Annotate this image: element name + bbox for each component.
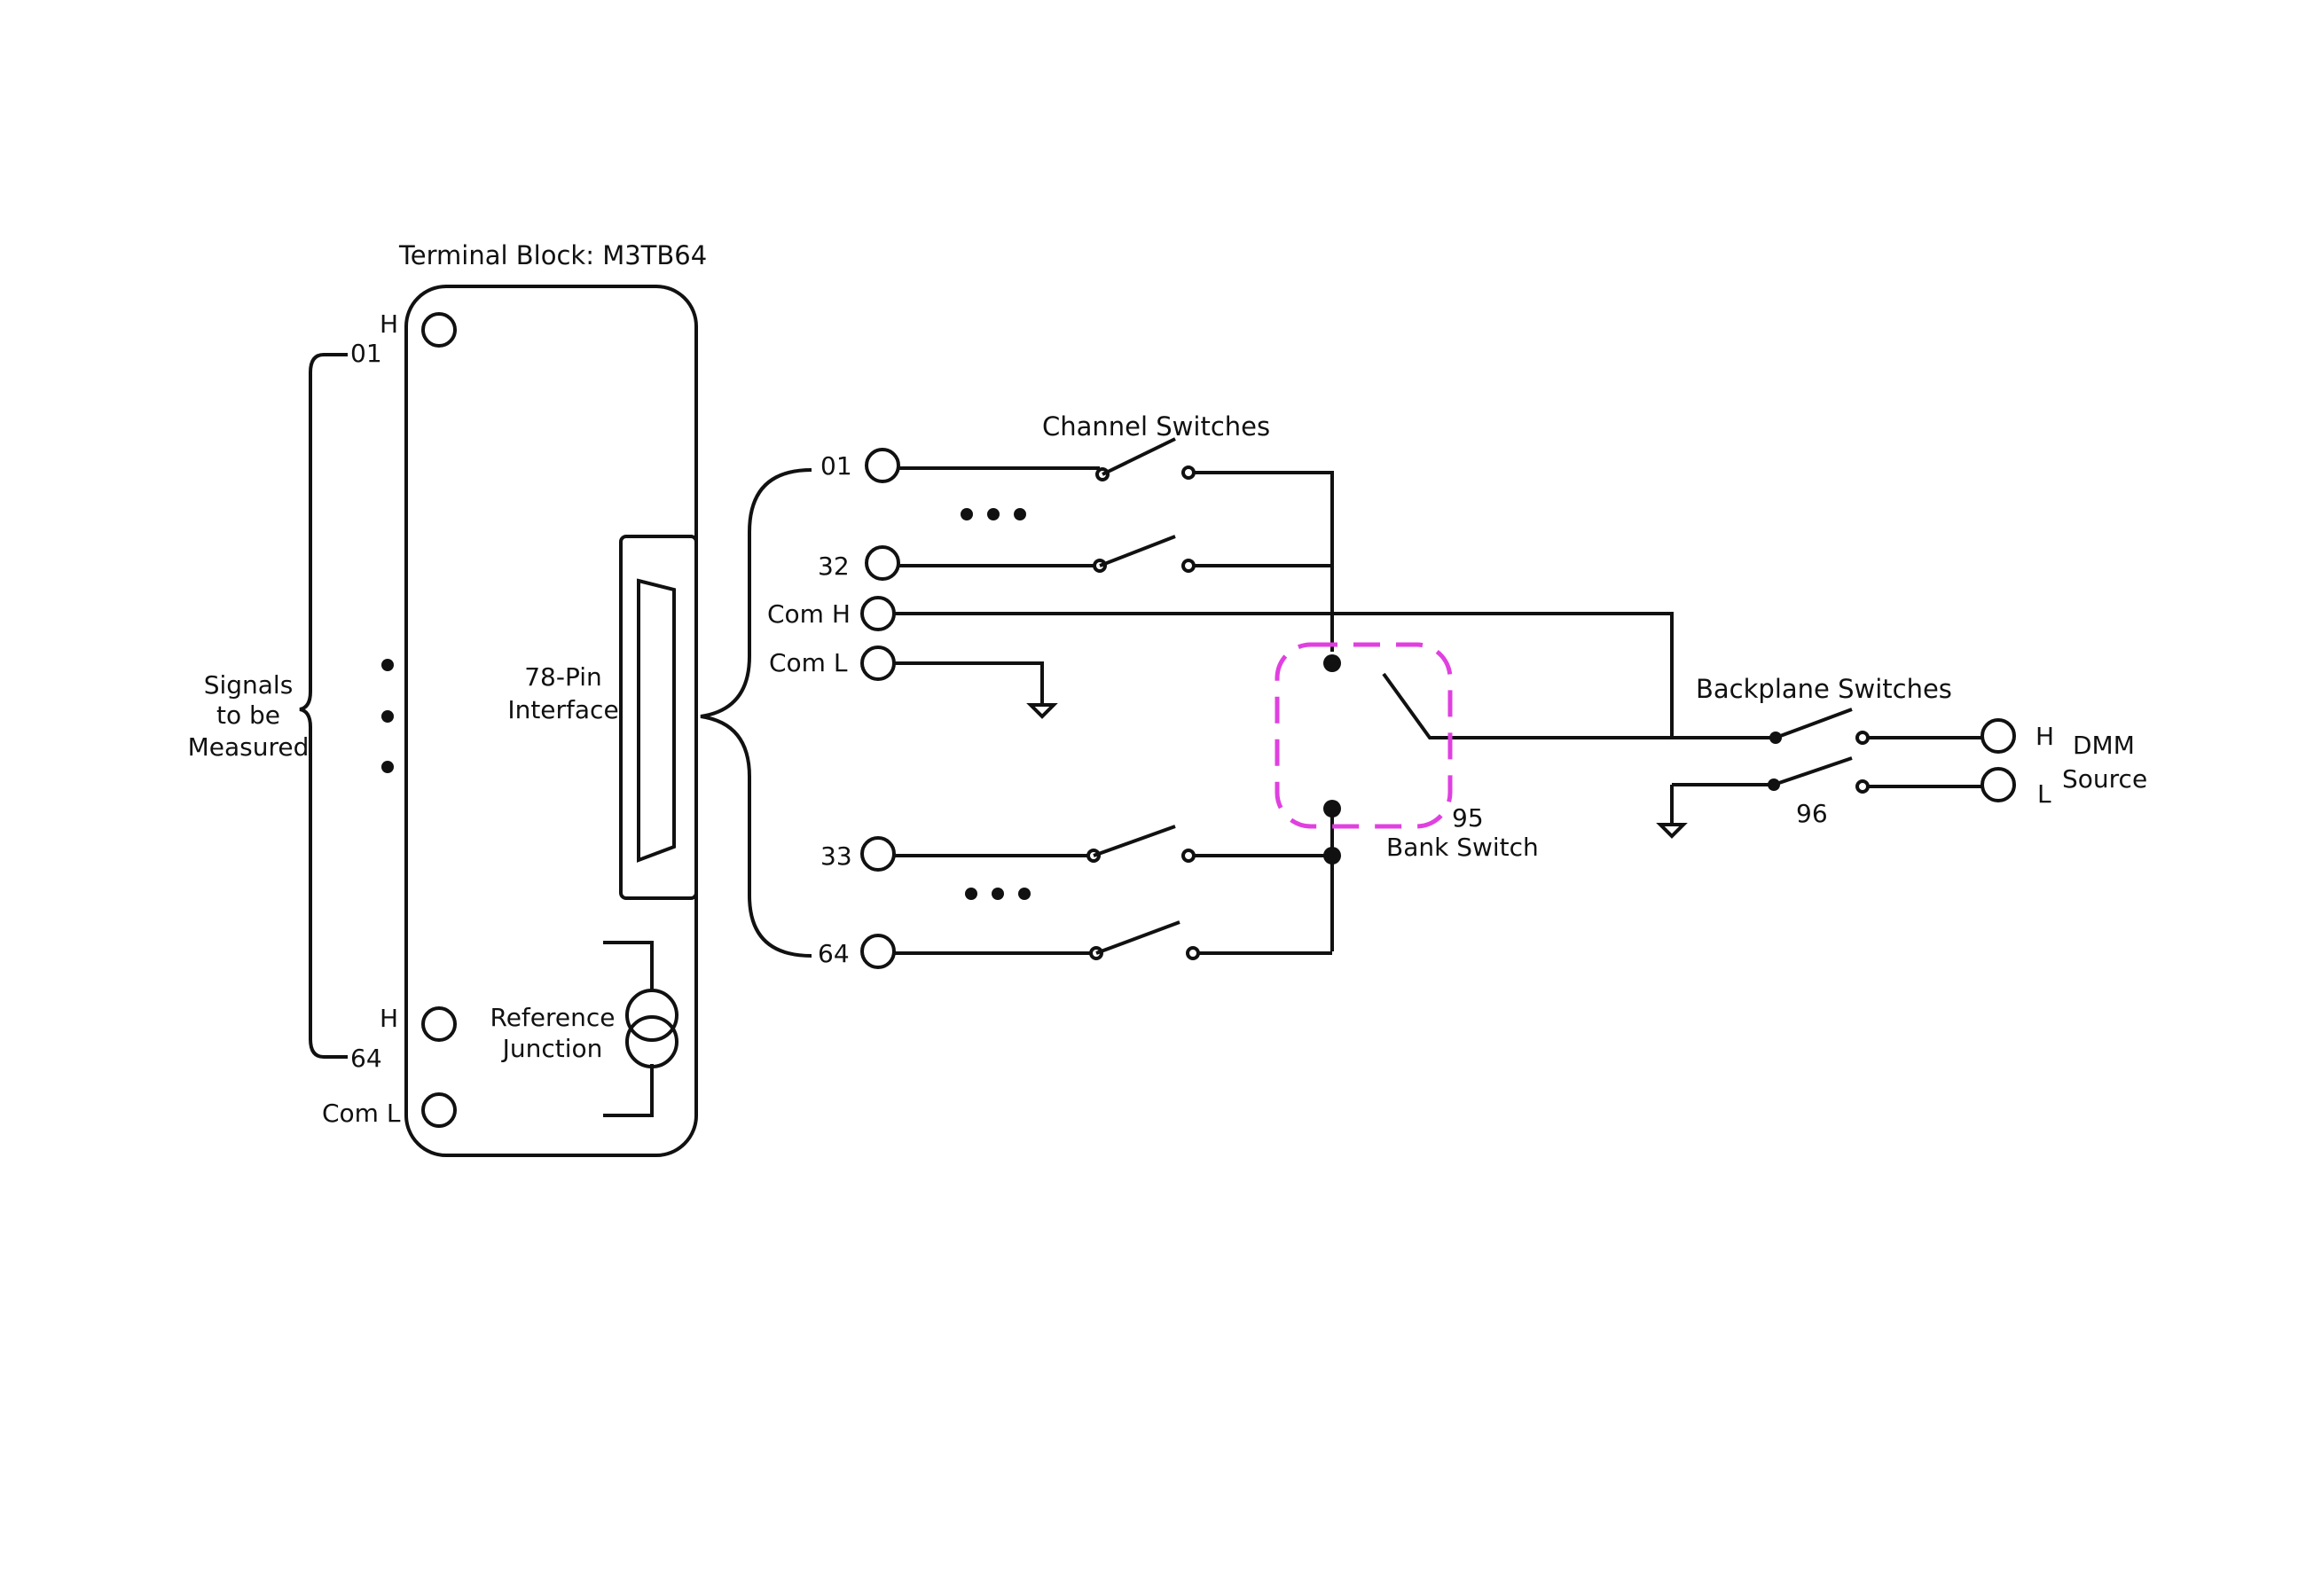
ellipsis-dot <box>381 659 394 671</box>
com-l-label: Com L <box>769 648 848 677</box>
ch-32-label: 32 <box>818 552 850 581</box>
ellipsis-dot <box>1014 508 1026 520</box>
ellipsis-dot <box>381 710 394 723</box>
source-label: Source <box>2062 764 2147 794</box>
terminal-01-h <box>421 312 457 348</box>
signals-label-line1: Signals <box>204 670 294 700</box>
reference-wire-top <box>603 941 654 998</box>
ellipsis-dot <box>992 888 1004 900</box>
terminal-64-h <box>421 1006 457 1042</box>
ch-33-switch-blade <box>1093 825 1176 857</box>
ellipsis-dot <box>381 761 394 773</box>
ch-01-switch-contact <box>1181 466 1196 480</box>
backplane-switches-title: Backplane Switches <box>1696 674 1952 704</box>
interface-label-line1: 78-Pin <box>524 662 602 692</box>
reference-label-line1: Reference <box>490 1003 616 1032</box>
terminal-block-title: Terminal Block: M3TB64 <box>398 240 707 270</box>
bank-switch-blade <box>1382 672 1672 739</box>
signals-label-line3: Measured <box>188 732 310 762</box>
pin-h-top-label: H <box>380 309 398 339</box>
terminal-com-l <box>421 1092 457 1128</box>
ch-33-terminal <box>860 836 896 872</box>
ch-33-label: 33 <box>820 841 852 871</box>
ellipsis-dot <box>965 888 977 900</box>
interface-label-line2: Interface <box>507 695 618 724</box>
ch-64-switch-contact <box>1186 946 1200 960</box>
dmm-l-label: L <box>2037 779 2051 809</box>
reference-junction-coil-bottom <box>625 1015 678 1068</box>
backplane-h-blade <box>1775 708 1853 739</box>
ch-01-label: 01 <box>820 451 852 481</box>
com-h-label: Com H <box>767 599 851 629</box>
dmm-h-label: H <box>2035 722 2054 751</box>
signals-label-line2: to be <box>216 700 280 730</box>
ch-32-switch-contact <box>1181 559 1196 573</box>
ch-64-switch-blade <box>1095 920 1180 955</box>
com-h-wire <box>894 612 1674 738</box>
com-h-terminal <box>860 596 896 631</box>
pin-64-label: 64 <box>350 1044 382 1073</box>
dmm-h-terminal <box>1980 718 2016 754</box>
bank-switch-node-top <box>1323 654 1341 672</box>
ch-32-switch-blade <box>1099 535 1176 567</box>
signals-brace <box>299 353 348 1059</box>
backplane-l-ground-icon <box>1656 823 1688 839</box>
ch-33-switch-contact <box>1181 849 1196 863</box>
ch-32-terminal <box>865 545 900 581</box>
com-l-ground-icon <box>1026 703 1058 719</box>
module-brace <box>700 468 812 958</box>
pin-01-label: 01 <box>350 339 382 368</box>
com-l-wire <box>894 661 1044 705</box>
pin-com-l-label: Com L <box>322 1099 401 1128</box>
ch-01-switch-blade <box>1102 437 1176 476</box>
reference-label-line2: Junction <box>501 1034 603 1063</box>
bank-switch-highlight <box>1275 642 1453 829</box>
ch-64-label: 64 <box>818 939 850 968</box>
dmm-label: DMM <box>2073 731 2135 760</box>
ch-64-terminal <box>860 934 896 969</box>
ch-01-terminal <box>865 448 900 483</box>
bank-switch-number: 95 <box>1452 803 1484 833</box>
interface-connector-outer <box>619 535 698 900</box>
ellipsis-dot <box>987 508 1000 520</box>
pin-h-bottom-label: H <box>380 1004 398 1033</box>
ellipsis-dot <box>961 508 973 520</box>
backplane-l-contact <box>1855 779 1870 794</box>
dmm-l-terminal <box>1980 767 2016 802</box>
ch-01-bus-wire <box>1194 471 1334 652</box>
backplane-switch-number: 96 <box>1796 799 1828 828</box>
com-l-terminal <box>860 645 896 681</box>
interface-connector-inner <box>637 578 676 863</box>
channel-switches-title: Channel Switches <box>1042 411 1270 442</box>
bank-switch-label: Bank Switch <box>1386 833 1539 862</box>
reference-wire-bottom <box>603 1064 654 1117</box>
ellipsis-dot <box>1018 888 1031 900</box>
backplane-l-blade <box>1773 756 1853 786</box>
backplane-h-contact <box>1855 731 1870 745</box>
